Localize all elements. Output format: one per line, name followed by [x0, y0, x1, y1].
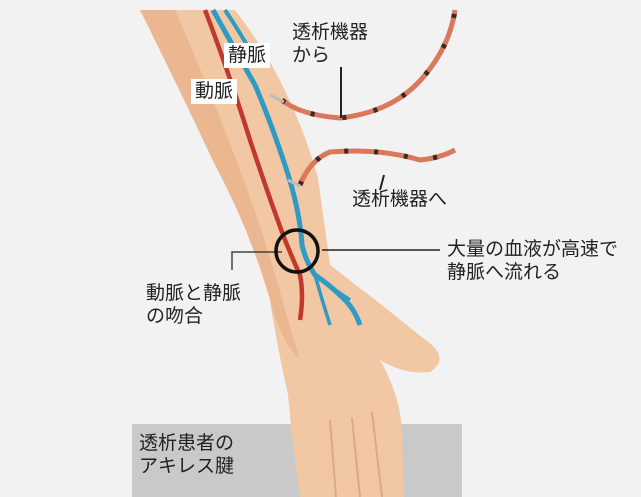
vein-label: 静脈: [224, 43, 270, 68]
artery-label: 動脈: [191, 79, 237, 104]
high-flow-label: 大量の血液が高速で 静脈へ流れる: [447, 238, 618, 284]
to-machine-label: 透析機器へ: [352, 188, 447, 211]
tube-to-machine: [300, 150, 455, 185]
anastomosis-label: 動脈と静脈 の吻合: [146, 282, 241, 328]
from-machine-label: 透析機器 から: [292, 21, 368, 67]
achilles-label: 透析患者の アキレス腱: [139, 432, 234, 478]
